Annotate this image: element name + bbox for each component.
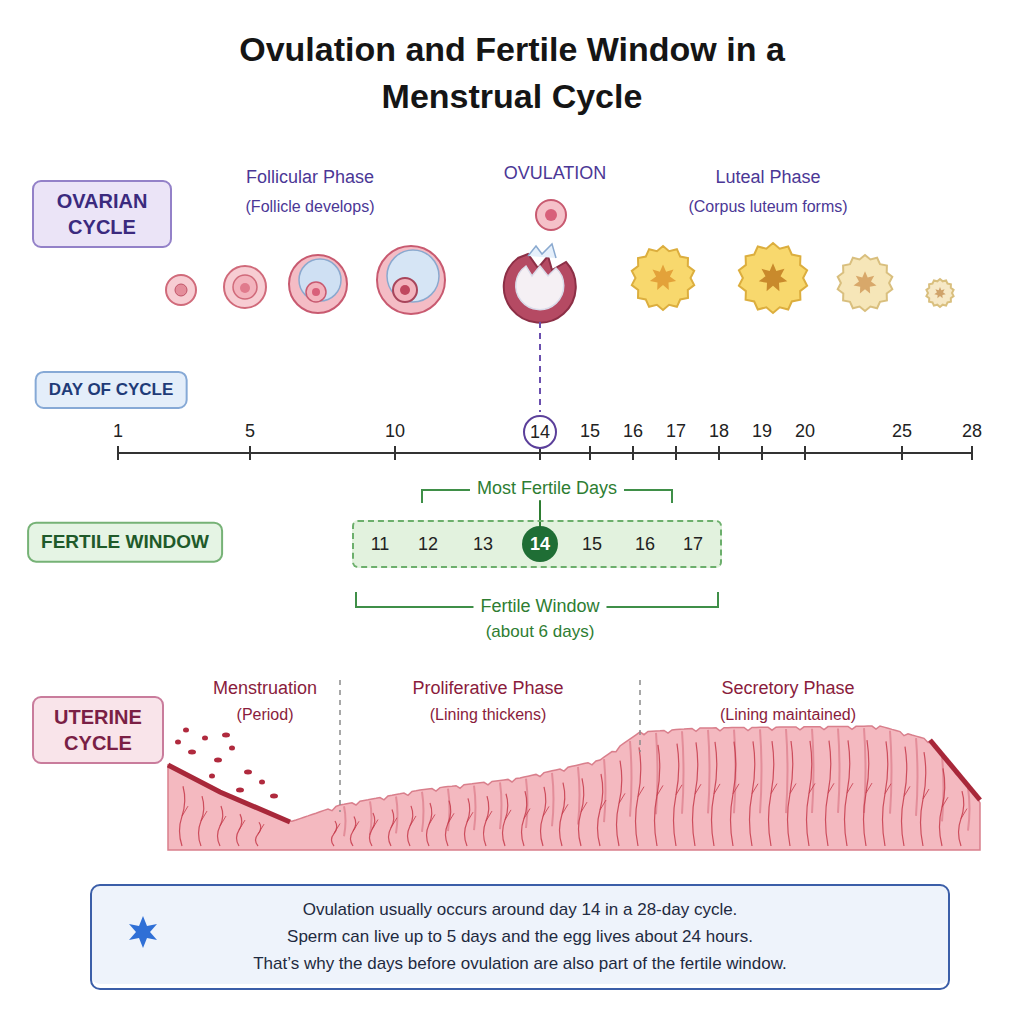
axis-day-number: 28 (962, 421, 982, 443)
fertile-window-band: 11 12 13 15 16 17 14 (352, 520, 722, 568)
axis-day-number: 1 (113, 421, 123, 443)
bracket-label: (about 6 days) (486, 622, 595, 642)
section-label: FERTILE WINDOW (41, 530, 209, 555)
axis-day-number: 17 (666, 421, 686, 443)
day-number: 14 (530, 534, 550, 555)
section-label-box: UTERINE CYCLE (32, 696, 164, 764)
section-label: OVARIAN CYCLE (46, 188, 158, 240)
corpus-luteum (632, 243, 954, 313)
phase-note: (Period) (237, 705, 294, 724)
phase-note: (Lining thickens) (430, 705, 547, 724)
section-label: UTERINE CYCLE (46, 704, 150, 756)
ovulation-day-circle: 14 (523, 415, 557, 449)
note-text: That’s why the days before ovulation are… (253, 950, 787, 977)
axis-day-number: 15 (580, 421, 600, 443)
day-number: 17 (683, 534, 703, 555)
phase-label: Secretory Phase (721, 678, 854, 700)
axis-day-number: 18 (709, 421, 729, 443)
section-label-box: DAY OF CYCLE (35, 371, 188, 409)
ovulation-day-circle: 14 (522, 526, 558, 562)
phase-note: (Corpus luteum forms) (688, 197, 847, 216)
day-number: 13 (473, 534, 493, 555)
section-label: DAY OF CYCLE (49, 379, 174, 401)
axis-day-number: 16 (623, 421, 643, 443)
ovulation-follicle (504, 200, 576, 323)
phase-note: (Follicle develops) (246, 197, 375, 216)
day-axis (118, 452, 972, 454)
axis-day-number: 10 (385, 421, 405, 443)
phase-note: (Lining maintained) (720, 705, 856, 724)
section-label-box: FERTILE WINDOW (27, 522, 223, 563)
axis-day-number: 20 (795, 421, 815, 443)
follicles (166, 246, 445, 314)
axis-day-number: 19 (752, 421, 772, 443)
phase-label: Luteal Phase (715, 167, 820, 189)
bracket-label: Fertile Window (473, 596, 606, 618)
phase-label: Proliferative Phase (412, 678, 563, 700)
axis-day-number: 5 (245, 421, 255, 443)
day-number: 12 (418, 534, 438, 555)
bracket-label: Most Fertile Days (470, 478, 624, 500)
day-number: 11 (371, 534, 390, 555)
section-label-box: OVARIAN CYCLE (32, 180, 172, 248)
note-text: Ovulation usually occurs around day 14 i… (303, 896, 738, 923)
star-icon (129, 916, 157, 948)
note-box: Ovulation usually occurs around day 14 i… (90, 884, 950, 990)
axis-day-number: 25 (892, 421, 912, 443)
note-text: Sperm can live up to 5 days and the egg … (287, 923, 753, 950)
phase-label: Menstruation (213, 678, 317, 700)
title: Ovulation and Fertile Window in a Menstr… (232, 26, 792, 120)
day-number: 15 (582, 534, 602, 555)
day-number: 14 (530, 422, 550, 443)
endometrium (168, 726, 980, 850)
phase-label: Follicular Phase (246, 167, 374, 189)
day-number: 16 (635, 534, 655, 555)
phase-label: OVULATION (504, 163, 607, 185)
